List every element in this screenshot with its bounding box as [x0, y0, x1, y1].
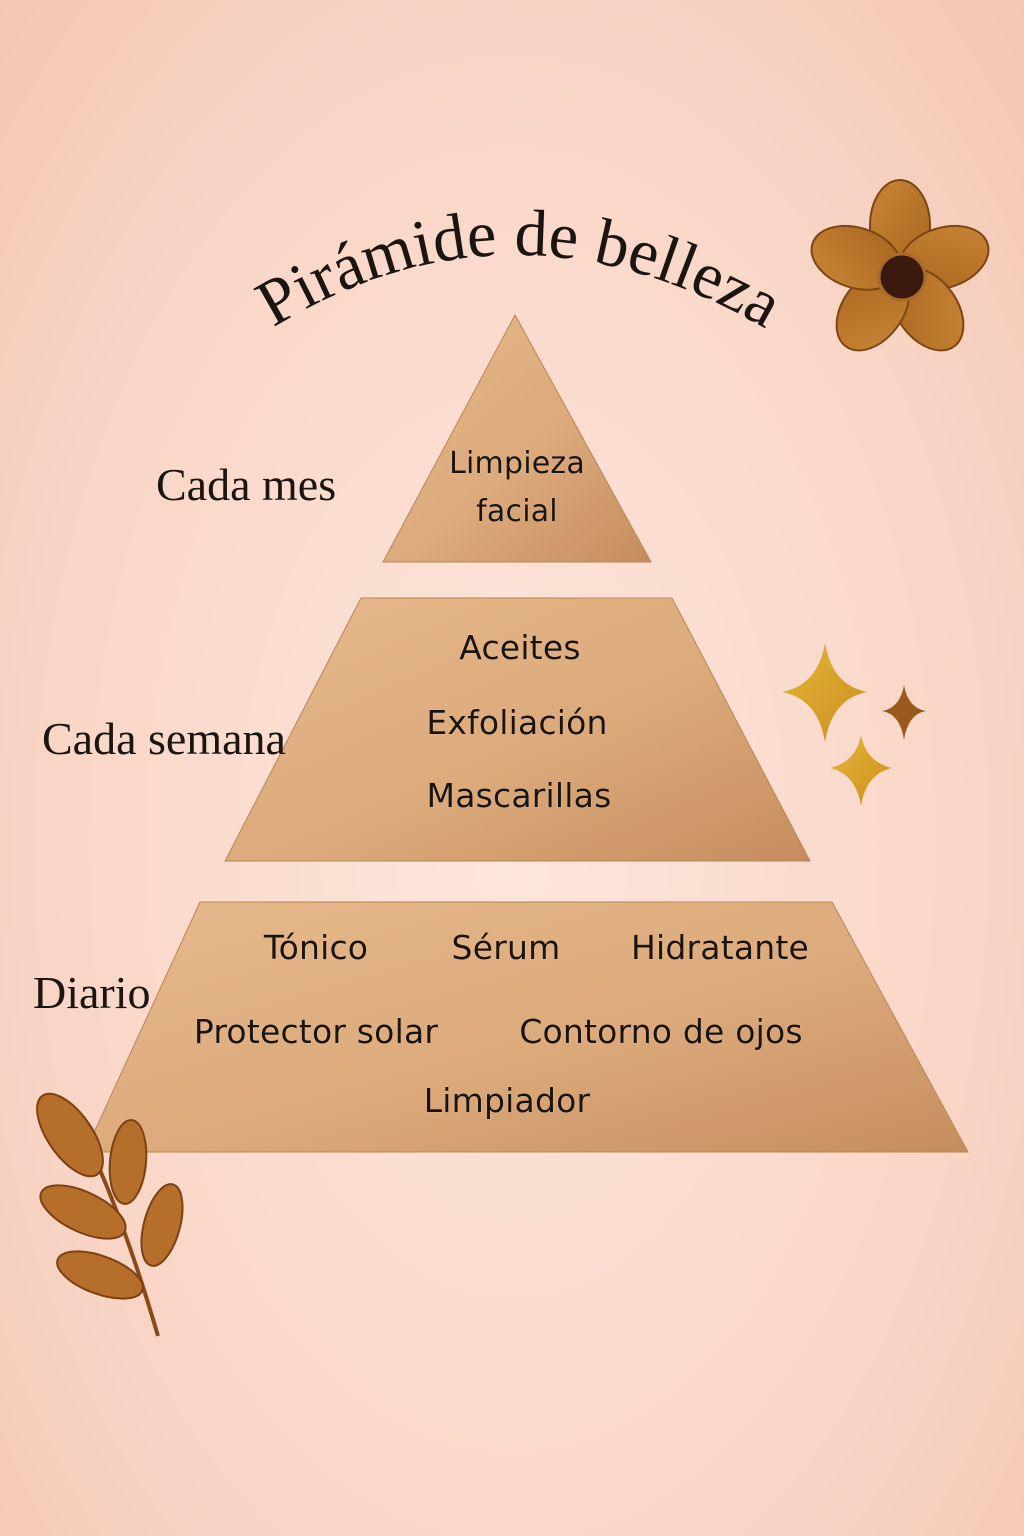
tier-item: facial [476, 494, 558, 529]
tier-item: Protector solar [193, 1012, 439, 1051]
tier-item: Exfoliación [426, 703, 608, 742]
tier-item: Tónico [263, 928, 369, 967]
page-title: Pirámide de belleza [244, 197, 794, 342]
tier-label-weekly: Cada semana [42, 713, 286, 764]
leaf-branch-icon [36, 1092, 184, 1337]
tier-item: Limpiador [423, 1081, 591, 1120]
pyramid-tier-monthly [382, 313, 652, 563]
tier-item: Hidratante [630, 928, 810, 967]
tier-item: Mascarillas [426, 776, 612, 815]
pyramid-tier-weekly [224, 597, 811, 862]
tier-item: Contorno de ojos [519, 1012, 803, 1051]
tier-label-monthly: Cada mes [156, 459, 337, 510]
sparkles-icon [782, 643, 926, 806]
pyramid-tier-daily [84, 901, 969, 1153]
tier-item: Sérum [451, 928, 561, 967]
tier-label-daily: Diario [33, 967, 151, 1018]
tier-item: Aceites [459, 628, 581, 667]
tier-item: Limpieza [449, 446, 585, 481]
flower-icon [810, 179, 990, 352]
